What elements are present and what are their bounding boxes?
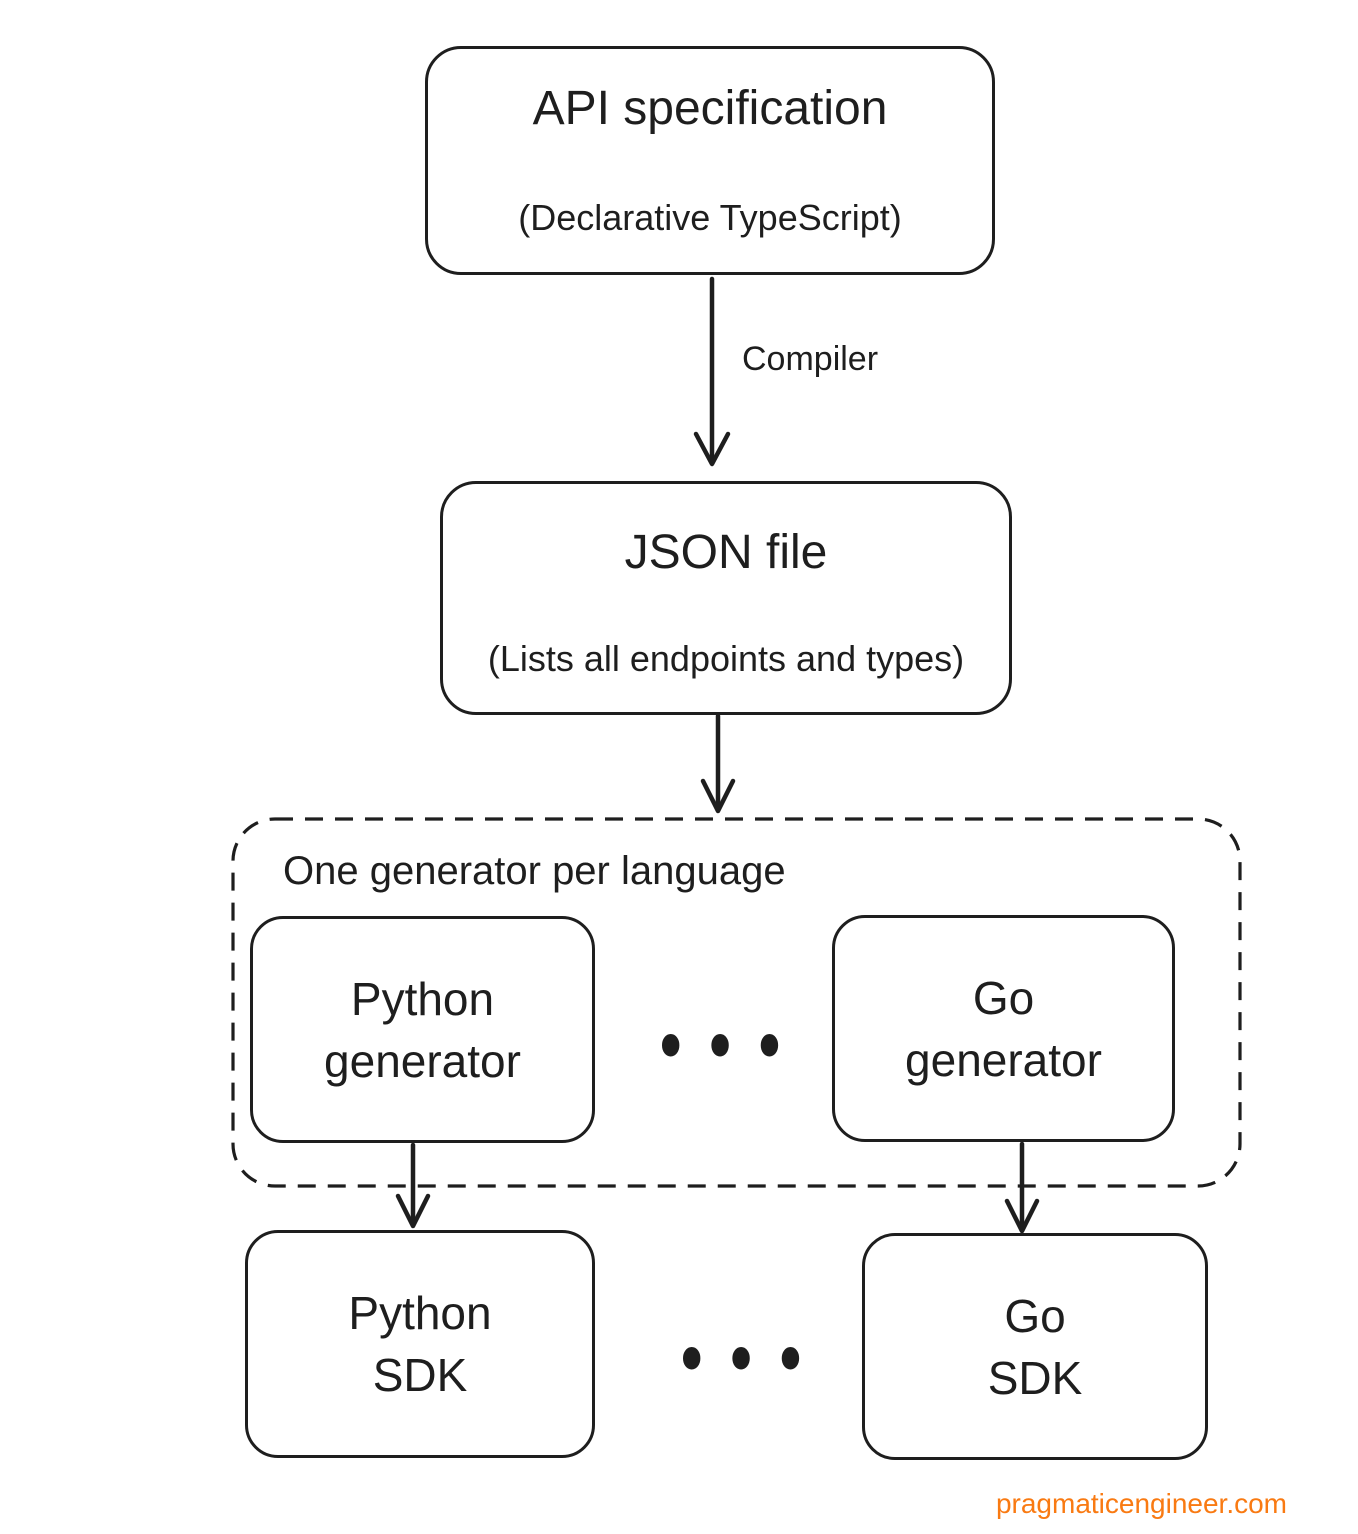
go-generator-line2: generator (905, 1033, 1102, 1086)
node-python-sdk: Python SDK (245, 1230, 595, 1458)
node-json-file: JSON file (Lists all endpoints and types… (440, 481, 1012, 715)
node-python-generator: Python generator (250, 916, 595, 1143)
python-sdk-line1: Python (348, 1287, 492, 1339)
api-specification-subtitle: (Declarative TypeScript) (518, 197, 902, 238)
arrow-go-generator-to-sdk (1004, 1141, 1040, 1234)
node-go-generator: Go generator (832, 915, 1175, 1142)
watermark-text: pragmaticengineer.com (995, 1488, 1287, 1519)
json-file-title: JSON file (624, 526, 828, 579)
python-generator-line1: Python (350, 972, 495, 1025)
ellipsis-generators-icon: ••• (653, 1002, 802, 1094)
python-sdk-line2: SDK (372, 1349, 468, 1401)
go-sdk-line1: Go (1004, 1289, 1066, 1342)
arrow-api-to-json (693, 276, 731, 467)
compiler-arrow-label: Compiler (742, 340, 879, 378)
go-sdk-line2: SDK (987, 1351, 1083, 1404)
arrow-json-to-generators (700, 713, 736, 814)
node-go-sdk: Go SDK (862, 1233, 1208, 1460)
generator-group-label: One generator per language (283, 849, 786, 893)
ellipsis-sdks-icon: ••• (674, 1315, 823, 1407)
json-file-subtitle: (Lists all endpoints and types) (487, 638, 965, 679)
node-api-specification: API specification (Declarative TypeScrip… (425, 46, 995, 275)
go-generator-line1: Go (972, 971, 1035, 1024)
arrow-python-generator-to-sdk (395, 1142, 431, 1229)
api-specification-title: API specification (532, 82, 888, 135)
python-generator-line2: generator (324, 1034, 521, 1087)
